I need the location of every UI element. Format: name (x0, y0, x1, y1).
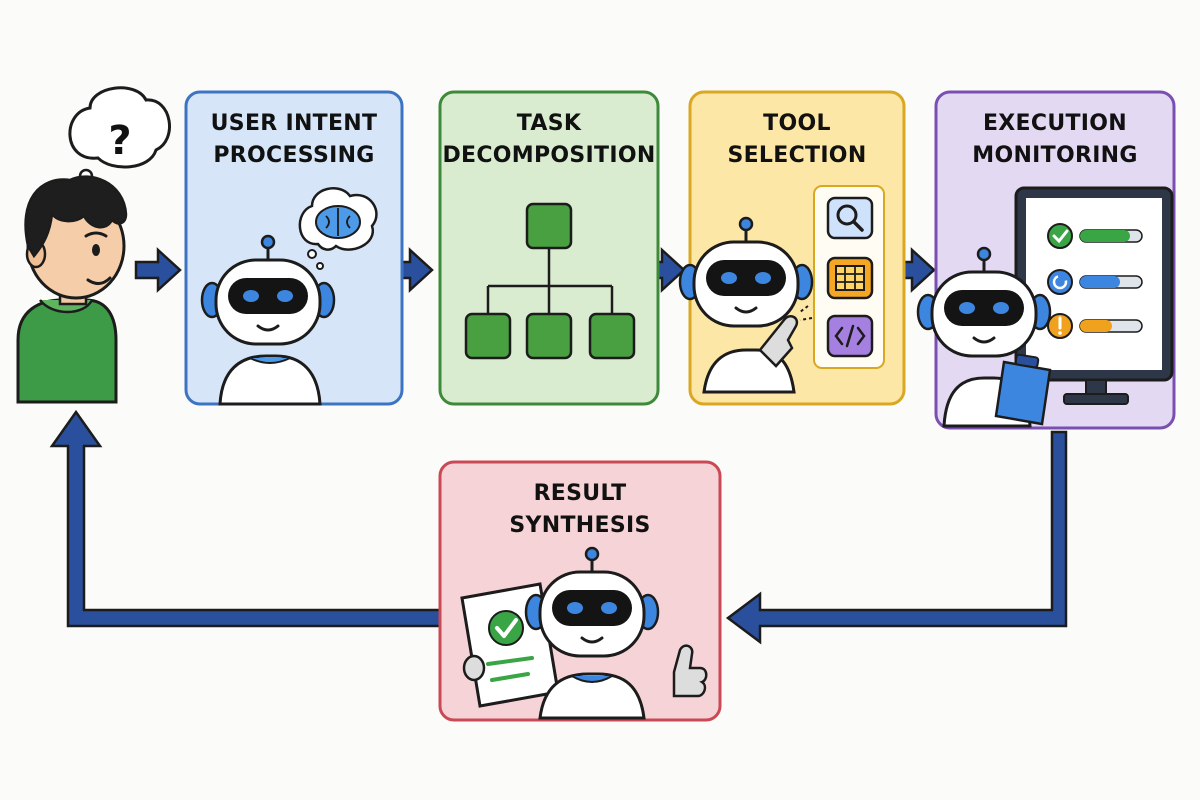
step-title-line1: TOOL (763, 111, 831, 136)
step-title-line2: SYNTHESIS (509, 513, 650, 538)
robot-icon (524, 546, 708, 720)
step-title-line1: TASK (517, 111, 582, 136)
step-title-line1: EXECUTION (983, 111, 1127, 136)
arrow-execution-to-result (725, 430, 1068, 645)
step-execution-monitoring: EXECUTION MONITORING (916, 90, 1176, 430)
step-title-line1: RESULT (534, 481, 627, 506)
step-title-line2: MONITORING (972, 143, 1138, 168)
person-icon (16, 175, 128, 404)
step-title-line2: SELECTION (727, 143, 866, 168)
arrow-result-to-user (49, 409, 442, 628)
robot-icon (678, 216, 814, 394)
question-mark-icon: ? (108, 118, 131, 164)
robot-icon (200, 234, 336, 406)
monitor-icon (1014, 186, 1174, 405)
check-icon (1047, 223, 1073, 249)
table-icon (826, 256, 874, 300)
code-icon (826, 314, 874, 358)
flow-arrows (49, 247, 1068, 645)
step-title-line2: DECOMPOSITION (442, 143, 655, 168)
tool-palette (799, 185, 885, 369)
step-title-line2: PROCESSING (213, 143, 374, 168)
tree-child-node (464, 312, 512, 360)
step-result-synthesis: RESULT SYNTHESIS (438, 460, 722, 722)
warning-icon (1047, 313, 1073, 339)
thumbs-up-icon (672, 644, 708, 698)
step-title-line1: USER INTENT (211, 111, 378, 136)
tree-root-node (525, 202, 573, 250)
tree-child-node (588, 312, 636, 360)
hierarchy-tree-icon (464, 202, 636, 360)
user-figure: ? (16, 86, 171, 404)
step-tool-selection: TOOL SELECTION (678, 90, 906, 406)
tree-child-node (525, 312, 573, 360)
step-user-intent-processing: USER INTENT PROCESSING (184, 90, 404, 406)
clipboard-icon (994, 353, 1052, 426)
arrow-user-to-intent (134, 247, 182, 293)
refresh-icon (1047, 269, 1073, 295)
robot-icon (916, 246, 1052, 428)
search-icon (826, 196, 874, 240)
brain-icon (298, 187, 378, 270)
step-task-decomposition: TASK DECOMPOSITION (438, 90, 660, 406)
